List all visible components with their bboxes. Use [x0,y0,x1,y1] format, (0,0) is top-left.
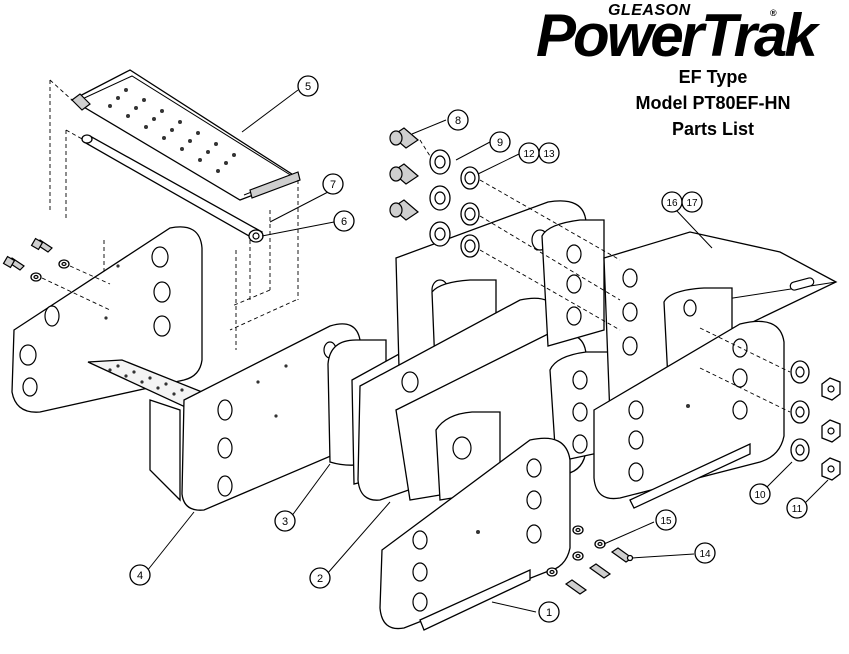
callout-7: 7 [322,173,344,195]
callout-9: 9 [489,131,511,153]
right-end-plate [593,320,785,509]
leader-lines [146,89,829,613]
svg-text:17: 17 [686,198,698,209]
svg-text:8: 8 [455,115,461,127]
callout-17: 17 [681,191,703,213]
svg-text:2: 2 [317,573,323,585]
callout-8: 8 [447,109,469,131]
parts-8-9-12-13-screws-washers [389,127,621,331]
callout-15: 15 [655,509,677,531]
brand-product-logo: PowerTrak [536,2,818,69]
part-7-roller-rod [81,134,264,243]
parts-14-15-lower-screws [546,525,634,595]
title-block: EF Type Model PT80EF-HN Parts List [600,64,826,142]
callout-bubbles: 1 2 3 4 5 6 7 8 9 10 11 12 13 14 15 16 1… [129,75,808,623]
callout-12: 12 [518,142,540,164]
callout-5: 5 [297,75,319,97]
callout-16: 16 [661,191,683,213]
callout-3: 3 [274,510,296,532]
svg-text:11: 11 [792,504,803,515]
part-2-center-links [357,200,613,501]
parts-10-11-washers-nuts [699,327,841,481]
svg-text:7: 7 [330,179,336,191]
registered-mark: ® [770,8,777,18]
callout-1: 1 [538,601,560,623]
svg-text:5: 5 [305,81,311,93]
title-parts-list: Parts List [671,119,755,139]
svg-text:16: 16 [666,198,678,209]
part-4-bracket-frame [11,226,361,511]
svg-text:4: 4 [137,570,143,582]
part-1-side-plate [379,437,571,631]
brand-maker-text: GLEASON [608,2,691,19]
svg-text:15: 15 [660,516,672,527]
callout-14: 14 [694,542,716,564]
callout-10: 10 [749,483,771,505]
svg-text:1: 1 [546,607,552,619]
svg-text:6: 6 [341,216,347,228]
svg-text:14: 14 [699,549,711,560]
callout-6: 6 [333,210,355,232]
title-model: Model PT80EF-HN [635,93,791,113]
part-5-cover-tray [70,69,301,201]
svg-text:9: 9 [497,137,503,149]
svg-text:3: 3 [282,516,288,528]
svg-text:13: 13 [543,149,555,160]
svg-text:12: 12 [523,149,535,160]
callout-13: 13 [538,142,560,164]
callout-2: 2 [309,567,331,589]
left-screws [2,237,111,311]
svg-text:10: 10 [754,490,766,501]
title-type: EF Type [678,67,748,87]
callout-11: 11 [786,497,808,519]
callout-4: 4 [129,564,151,586]
